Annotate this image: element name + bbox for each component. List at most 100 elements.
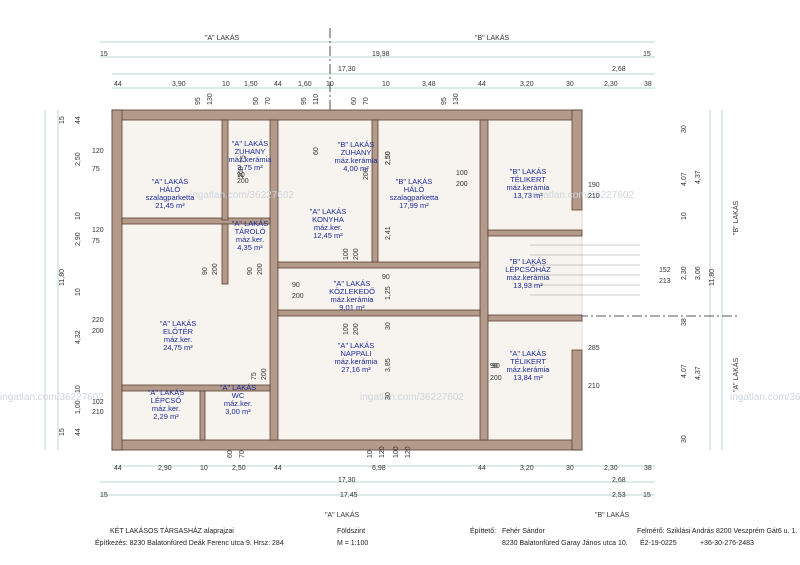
room-label-line: máz.ker. [224,399,252,408]
bot-dim-1-6: 44 [478,465,486,472]
left-dims: 15 44 2,50 10 2,90 10 4,32 10 1,00 44 15… [59,116,104,436]
left-dim-8: 1,00 [75,400,82,414]
bot-dim-2-1: 2,68 [612,477,626,484]
top-dim-2-0: 17,30 [338,66,356,73]
right-misc-0: 190 [588,182,600,189]
room-label-line: 12,45 m² [313,231,343,240]
builder-address: 8230 Balatonfüred Garay János utca 10. [502,540,628,547]
top-open-9: 130 [453,93,460,105]
right-in-3: 2,30 [681,266,688,280]
floor-area [111,109,583,451]
room-label-line: szalagparketta [146,193,196,202]
top-label-b: "B" LAKÁS [475,33,509,42]
right-misc-5: 210 [588,383,600,390]
room-label-line: KÖZLEKEDŐ [329,287,375,296]
room-label-line: "A" LAKÁS [232,139,269,148]
inner-4: 90 [490,363,498,370]
top-dim-3-11: 30 [566,81,574,88]
left-open-7: 210 [92,409,104,416]
room-label-line: szalagparketta [390,193,440,202]
room-label-line: 4,00 m² [343,164,369,173]
room-label-line: 24,75 m² [163,343,193,352]
bot-open-2: 10 [367,450,374,458]
left-dim-0: 15 [59,116,66,124]
bot-dim-1-8: 30 [566,465,574,472]
inner-27: 30 [385,322,392,330]
inner-8: 100 [343,248,350,260]
top-open-5: 110 [313,94,320,105]
right-in-6: 30 [681,435,688,443]
top-dim-row3: 44 3,90 10 1,50 44 1,60 10 10 3,48 44 3,… [114,81,652,88]
inner-2: 90 [292,282,300,289]
left-open-3: 75 [92,238,100,245]
room-label-line: máz.kerámia [229,155,273,164]
inner-20: 60 [313,147,320,155]
right-in-1: 4,07 [681,172,688,186]
top-dim-1-0: 15 [100,51,108,58]
bot-dim-1-9: 2,30 [604,465,618,472]
top-label-a: "A" LAKÁS [205,33,239,42]
room-label-line: "A" LAKÁS [510,349,547,358]
builder-label: Építtető: [470,528,497,535]
top-dim-3-6: 10 [326,81,334,88]
top-dim-3-5: 1,60 [298,81,312,88]
room-label-line: máz.kerámia [335,156,379,165]
room-label-line: 21,45 m² [155,201,185,210]
room-label-line: ELŐTÉR [163,327,194,336]
right-in-5: 4,07 [681,364,688,378]
top-dim-2-1: 2,68 [612,66,626,73]
inner-dims: 100 200 90 200 90 200 90 200 100 200 90 … [202,147,502,400]
left-dim-7: 10 [75,385,82,393]
room-label-line: NAPPALI [340,349,371,358]
builder-name: Fehér Sándor [502,528,545,535]
bot-open-4: 100 [393,446,400,458]
inner-9: 200 [353,248,360,260]
room-label-line: HÁLÓ [404,185,425,194]
room-label-line: TÉLIKERT [510,357,546,366]
room-label-line: máz.kerámia [507,183,551,192]
top-dim-3-1: 3,90 [172,81,186,88]
room-label-line: "A" LAKÁS [160,319,197,328]
top-dim-3-4: 44 [274,81,282,88]
top-dim-3-0: 44 [114,81,122,88]
room-label-line: 3,00 m² [225,407,251,416]
top-dim-3-10: 3,20 [520,81,534,88]
room-label-line: "B" LAKÁS [338,140,375,149]
room-label-line: máz.ker. [164,335,192,344]
inner-3: 200 [292,293,304,300]
top-dim-3-3: 1,50 [244,81,258,88]
left-dim-9: 44 [75,428,82,436]
top-dim-3-13: 38 [644,81,652,88]
left-open-1: 75 [92,166,100,173]
inner-12: 100 [343,323,350,335]
inner-7: 200 [237,178,249,185]
top-open-2: 50 [253,97,260,105]
phone-number: +36-30-276-2483 [700,540,754,547]
room-label-line: "B" LAKÁS [510,167,547,176]
room-label-line: máz.ker. [236,235,264,244]
inner-14: 90 [247,267,254,275]
inner-13: 200 [353,323,360,335]
title-block: KÉT LAKÁSOS TÁRSASHÁZ alaprajzai Építkez… [0,522,800,565]
bot-dim-1-4: 44 [274,465,282,472]
room-label-line: 13,93 m² [513,281,543,290]
top-dim-3-2: 10 [222,81,230,88]
bot-dim-2-0: 17,30 [338,477,356,484]
room-label-line: 9,01 m² [339,303,365,312]
bot-dim-1-10: 38 [644,465,652,472]
room-label-line: TÉLIKERT [510,175,546,184]
room-label-line: 13,84 m² [513,373,543,382]
inner-16: 75 [251,372,258,380]
top-open-1: 130 [207,93,214,105]
room-label-line: "B" LAKÁS [510,257,547,266]
room-label-line: "A" LAKÁS [232,219,269,228]
room-label-line: WC [232,391,245,400]
